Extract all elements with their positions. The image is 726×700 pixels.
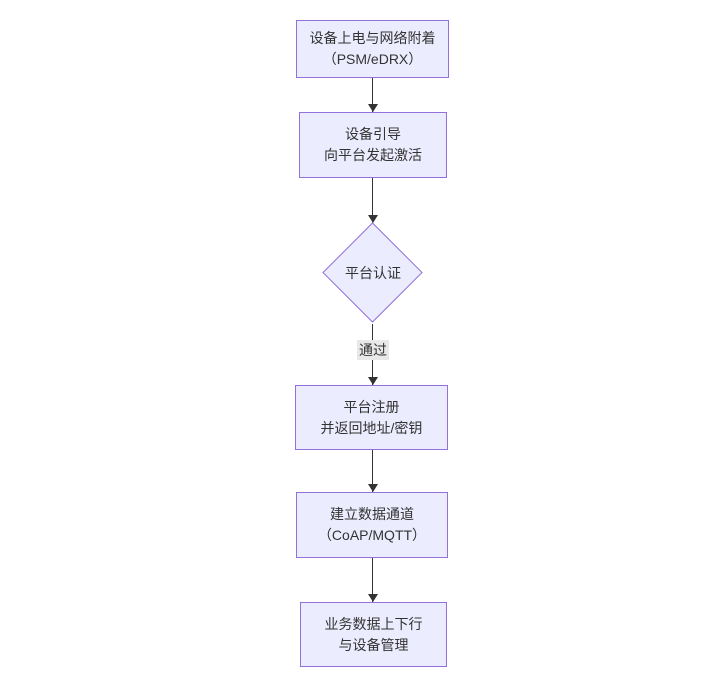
node-platform-register: 平台注册 并返回地址/密钥 xyxy=(295,385,448,450)
node-power-network-attach: 设备上电与网络附着 （PSM/eDRX） xyxy=(296,20,449,78)
flow-edge-5 xyxy=(372,558,373,602)
arrowhead-down-icon xyxy=(368,594,378,602)
node-device-bootstrap: 设备引导 向平台发起激活 xyxy=(299,112,447,178)
node-text-line1: 平台认证 xyxy=(345,265,401,281)
arrowhead-down-icon xyxy=(368,215,378,223)
node-text-line1: 设备引导 xyxy=(345,126,401,142)
node-text-line2: （CoAP/MQTT） xyxy=(317,527,427,543)
edge-label-pass: 通过 xyxy=(357,340,389,360)
flow-edge-4 xyxy=(372,450,373,492)
arrowhead-down-icon xyxy=(368,377,378,385)
node-text-line2: 向平台发起激活 xyxy=(324,147,422,163)
node-text-line1: 设备上电与网络附着 xyxy=(309,30,436,46)
node-business-data: 业务数据上下行 与设备管理 xyxy=(300,602,447,667)
node-data-channel: 建立数据通道 （CoAP/MQTT） xyxy=(296,492,448,558)
node-text-line1: 建立数据通道 xyxy=(330,506,414,522)
arrowhead-down-icon xyxy=(368,104,378,112)
node-text-line1: 业务数据上下行 xyxy=(324,615,423,632)
node-platform-auth-diamond: 平台认证 xyxy=(322,222,424,324)
flow-edge-1 xyxy=(372,78,373,112)
node-text-line2: 与设备管理 xyxy=(338,636,409,653)
arrowhead-down-icon xyxy=(368,484,378,492)
node-text-line2: 并返回地址/密钥 xyxy=(320,419,423,436)
node-text-line1: 平台注册 xyxy=(343,398,400,415)
flow-edge-2 xyxy=(372,178,373,223)
node-text-line2: （PSM/eDRX） xyxy=(322,51,423,67)
